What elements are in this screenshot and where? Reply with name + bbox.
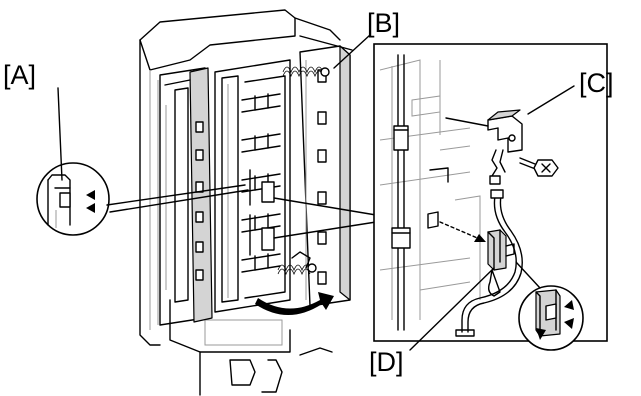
- label-b: [B]: [367, 8, 400, 38]
- label-c: [C]: [579, 68, 614, 98]
- detail-circle-d: [518, 285, 584, 351]
- detail-box-leader-lines: [273, 197, 377, 239]
- sensor-bracket-c: [445, 109, 523, 185]
- harness-wire: [455, 189, 523, 337]
- detail-circle-a: [36, 162, 110, 236]
- sensor-d: [487, 229, 515, 297]
- lower-spring: [277, 251, 317, 276]
- paper-guide-assembly: [214, 59, 291, 313]
- screw: [519, 157, 559, 177]
- open-direction-arrow: [255, 292, 334, 315]
- machine-housing: [139, 9, 353, 396]
- door-panel: [159, 67, 213, 326]
- install-arrow: [439, 221, 486, 242]
- label-a: [A]: [3, 60, 36, 90]
- label-d: [D]: [369, 347, 404, 377]
- lower-sensor-actuator: [261, 227, 275, 251]
- callout-a-lines: [57, 87, 249, 213]
- callout-lines-cd: [409, 85, 575, 351]
- upper-spring: [282, 66, 330, 78]
- callout-b-line: [333, 34, 371, 69]
- upper-sensor-actuator: [261, 181, 275, 203]
